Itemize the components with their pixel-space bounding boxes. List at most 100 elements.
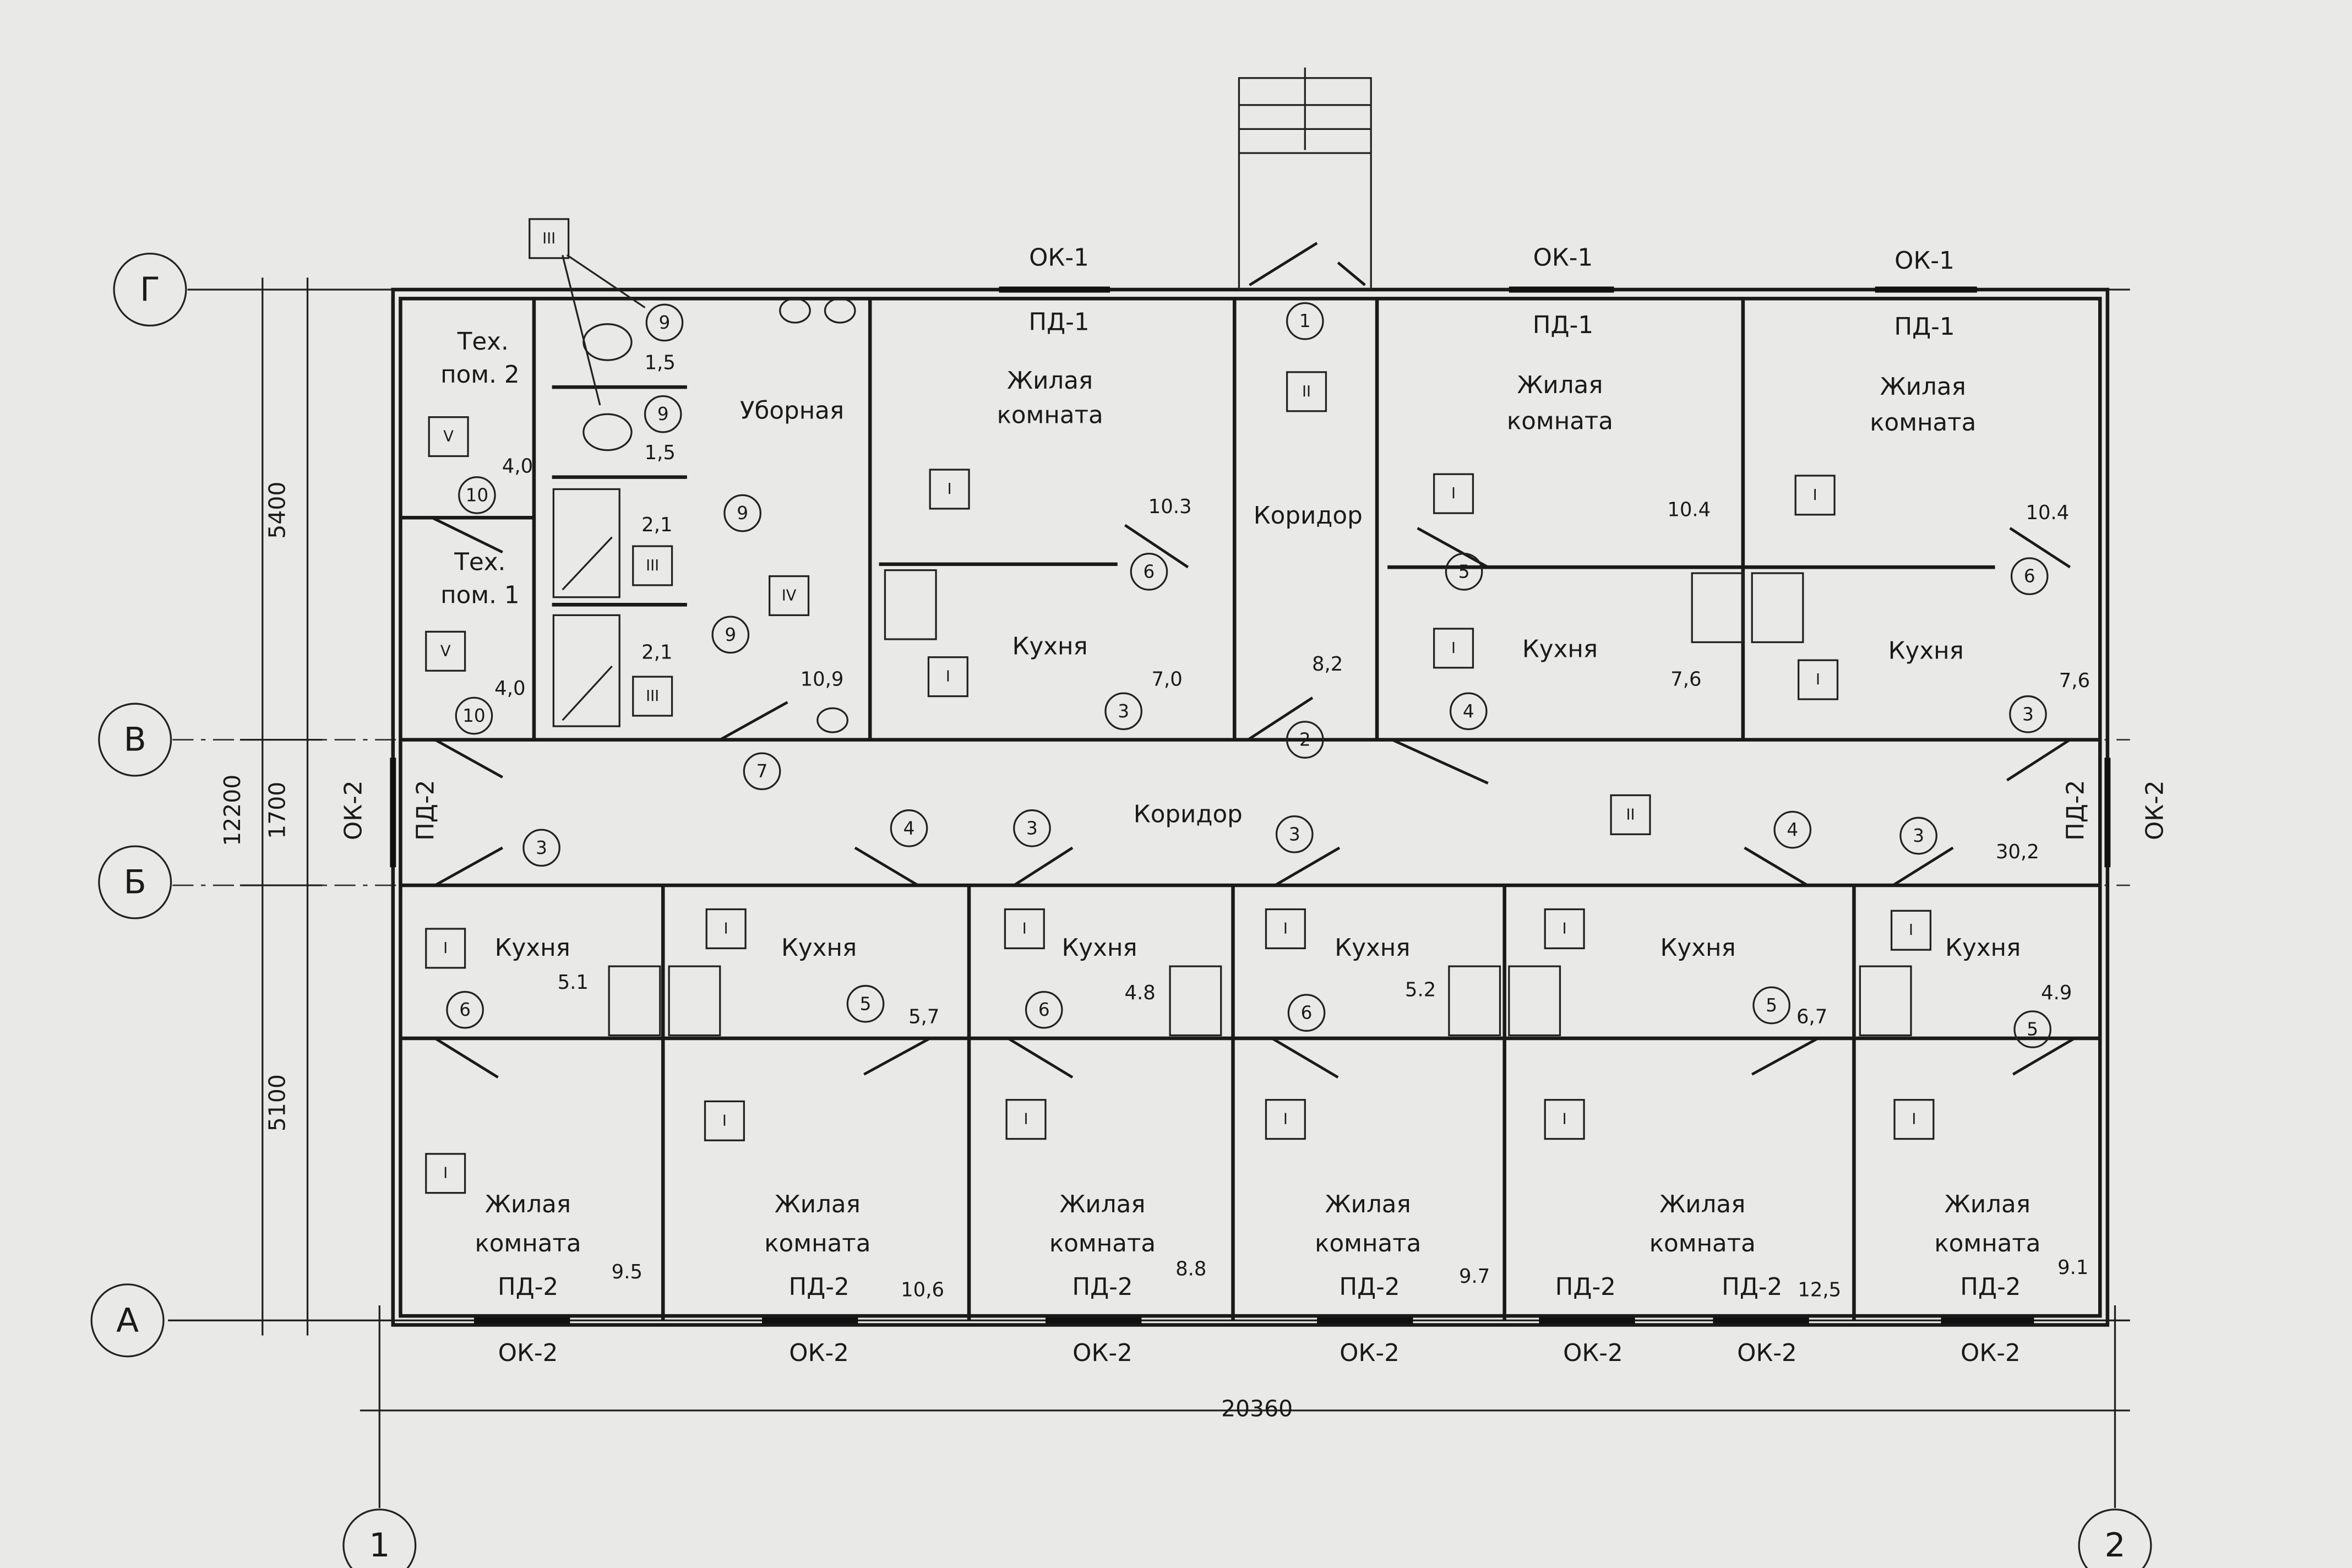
room-name: Кухня xyxy=(1335,934,1410,962)
finish-mark: I xyxy=(1024,1111,1028,1128)
finish-mark: III xyxy=(646,557,659,574)
finish-mark: II xyxy=(1626,806,1635,823)
room-name: Кухня xyxy=(1888,637,1964,665)
window-label: ОК-2 xyxy=(1563,1340,1623,1367)
finish-mark: I xyxy=(1909,922,1913,939)
door-mark: 4 xyxy=(1787,819,1798,840)
finish-mark: I xyxy=(948,481,952,498)
finish-mark: I xyxy=(1816,671,1820,688)
finish-mark: I xyxy=(724,920,728,937)
finish-mark-box xyxy=(425,630,466,672)
door-label: ПД-2 xyxy=(1722,1273,1782,1301)
finish-mark-box xyxy=(1433,473,1474,514)
dimension-5100: 5100 xyxy=(264,1074,291,1131)
window-label: ОК-1 xyxy=(1029,244,1089,271)
door-mark: 3 xyxy=(1118,701,1129,722)
door-mark-circle xyxy=(2009,695,2047,733)
room-name: комната xyxy=(1649,1230,1756,1257)
finish-mark-box xyxy=(927,656,968,698)
door-mark-circle xyxy=(723,494,761,532)
finish-mark: V xyxy=(440,643,451,660)
door-mark-circle xyxy=(1275,815,1314,853)
room-area: 4,0 xyxy=(494,677,525,700)
finish-mark: I xyxy=(1451,640,1456,657)
room-name: Жилая xyxy=(1007,367,1093,395)
window-label: ОК-2 xyxy=(498,1340,558,1367)
finish-mark: V xyxy=(443,428,454,445)
door-label: ПД-2 xyxy=(1960,1273,2021,1301)
door-mark-circle xyxy=(1104,692,1142,731)
axis-bubble xyxy=(98,703,172,777)
door-label: ПД-1 xyxy=(1028,309,1089,336)
room-name: Жилая xyxy=(485,1191,571,1218)
room-name: Жилая xyxy=(1517,372,1603,399)
finish-mark-box xyxy=(632,676,673,717)
door-mark-circle xyxy=(1899,816,1937,855)
finish-mark: I xyxy=(1451,485,1456,502)
room-area: 10,6 xyxy=(901,1279,944,1302)
door-mark: 6 xyxy=(1144,561,1155,582)
side-opening-label: ПД-2 xyxy=(412,780,439,841)
room-name: Кухня xyxy=(1012,633,1088,660)
finish-mark-box xyxy=(705,908,747,950)
room-name: Жилая xyxy=(1945,1191,2030,1218)
room-name: Уборная xyxy=(740,397,844,424)
room-name: Тех. xyxy=(457,328,509,356)
room-area: 8.8 xyxy=(1175,1258,1206,1281)
room-name: Кухня xyxy=(1660,934,1736,962)
door-mark-circle xyxy=(458,476,496,514)
dimension-12200: 12200 xyxy=(219,775,246,846)
axis-label-col: 2 xyxy=(2104,1526,2125,1565)
door-mark: 5 xyxy=(1766,995,1777,1016)
finish-mark-box xyxy=(1005,1099,1047,1140)
leader-line xyxy=(562,254,601,406)
window-label: ОК-2 xyxy=(1340,1340,1400,1367)
room-area: 10.3 xyxy=(1148,496,1192,518)
finish-mark-box xyxy=(1544,1099,1585,1140)
dimension-20360: 20360 xyxy=(1221,1396,1293,1422)
door-mark-circle xyxy=(846,984,885,1023)
door-mark-circle xyxy=(2010,557,2049,595)
side-opening-label: ОК-2 xyxy=(340,780,368,840)
room-name: Жилая xyxy=(1880,373,1966,401)
side-opening-label: ОК-2 xyxy=(2142,780,2169,840)
leader-line xyxy=(566,254,646,309)
window-label: ОК-1 xyxy=(1533,244,1593,271)
room-area: 2,1 xyxy=(641,514,672,536)
room-area: 4.8 xyxy=(1124,982,1155,1004)
door-mark: 7 xyxy=(756,761,768,782)
finish-mark-box xyxy=(1890,910,1932,951)
room-area: 9.5 xyxy=(612,1261,643,1283)
walls xyxy=(168,67,2130,1508)
room-name: Коридор xyxy=(1134,801,1243,828)
room-area: 10.4 xyxy=(2026,502,2070,524)
finish-mark: I xyxy=(443,1165,448,1182)
door-mark: 5 xyxy=(860,993,872,1014)
door-mark: 3 xyxy=(2022,704,2034,725)
finish-mark: I xyxy=(1022,920,1027,937)
axis-label-row: А xyxy=(116,1301,139,1340)
finish-mark-box xyxy=(1610,794,1651,835)
finish-mark-box xyxy=(1004,908,1045,950)
axis-bubble xyxy=(98,845,172,919)
finish-mark-box xyxy=(425,1153,466,1194)
room-name: Жилая xyxy=(1325,1191,1411,1218)
door-mark-circle xyxy=(446,990,484,1029)
room-name: Кухня xyxy=(1061,934,1137,962)
door-mark: 4 xyxy=(1463,701,1474,722)
room-name: комната xyxy=(475,1230,581,1257)
dimension-1700: 1700 xyxy=(264,782,291,839)
finish-mark: I xyxy=(1283,1111,1288,1128)
finish-mark-box xyxy=(1794,475,1836,516)
door-mark-circle xyxy=(711,616,750,654)
room-area: 4.9 xyxy=(2041,982,2072,1004)
door-mark: 1 xyxy=(1299,311,1311,331)
room-area: 30,2 xyxy=(1996,841,2039,863)
window-label: ОК-1 xyxy=(1894,247,1954,275)
axis-label-row: Г xyxy=(140,270,160,309)
room-name: Кухня xyxy=(1522,636,1598,663)
room-area: 7,0 xyxy=(1152,668,1183,690)
door-mark: 5 xyxy=(1458,561,1470,582)
room-name: комната xyxy=(1315,1230,1421,1257)
